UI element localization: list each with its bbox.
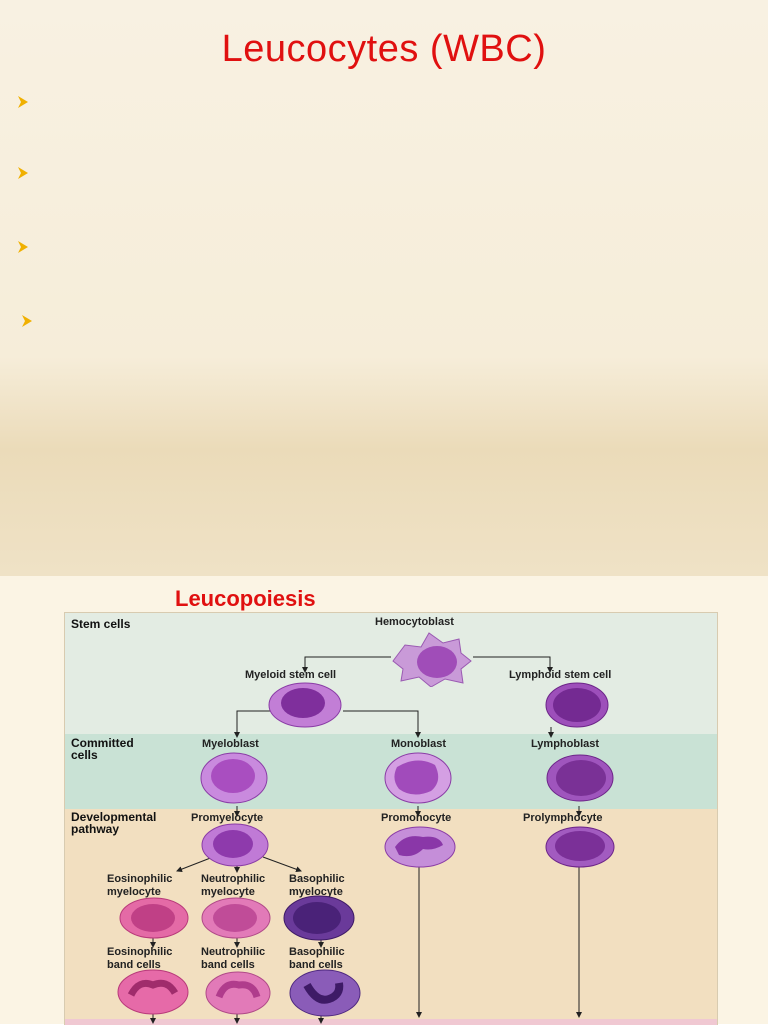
label-myeloid-stem-cell: Myeloid stem cell <box>245 669 337 681</box>
label-eosinophilic-myelocyte: Eosinophilic myelocyte <box>107 873 173 898</box>
neutrophilic-band-cell <box>205 971 271 1015</box>
arrow-bullet-icon <box>18 96 28 108</box>
lymphoid-stem-cell <box>545 682 609 728</box>
monoblast-cell <box>384 752 452 804</box>
diagram-heading: Leucopoiesis <box>175 586 316 611</box>
basophilic-myelocyte-cell <box>283 895 355 941</box>
row-label-committed: Committed cells <box>71 736 134 762</box>
label-basophilic-band-cells: Basophilic band cells <box>289 946 345 971</box>
label-basophilic-myelocyte: Basophilic myelocyte <box>289 873 345 898</box>
row-label-developmental: Developmental pathway <box>71 810 157 836</box>
label-lymphoid-stem-cell: Lymphoid stem cell <box>509 669 612 681</box>
arrow-bullet-icon <box>18 167 28 179</box>
label-myeloblast: Myeloblast <box>202 738 259 750</box>
mature-cells-band <box>65 1019 717 1025</box>
label-monoblast: Monoblast <box>391 738 446 750</box>
label-promonocyte: Promonocyte <box>381 812 452 824</box>
prolymphocyte-cell <box>545 826 615 868</box>
slide-leucocytes: Leucocytes (WBC) <box>0 0 768 576</box>
label-lymphoblast: Lymphoblast <box>531 738 600 750</box>
promonocyte-cell <box>384 826 456 868</box>
leucopoiesis-diagram: Stem cells Committed cells Developmental… <box>64 612 718 1025</box>
eosinophilic-myelocyte-cell <box>119 897 189 939</box>
lymphoblast-cell <box>546 754 614 802</box>
promyelocyte-cell <box>201 823 269 867</box>
arrow-bullet-icon <box>22 315 32 327</box>
label-eosinophilic-band-cells: Eosinophilic band cells <box>107 946 173 971</box>
myeloblast-cell <box>200 752 268 804</box>
label-neutrophilic-myelocyte: Neutrophilic myelocyte <box>201 873 266 898</box>
arrow-bullet-icon <box>18 241 28 253</box>
eosinophilic-band-cell <box>117 969 189 1015</box>
basophilic-band-cell <box>289 969 361 1017</box>
row-label-stem: Stem cells <box>71 617 131 631</box>
label-hemocytoblast: Hemocytoblast <box>375 616 454 628</box>
neutrophilic-myelocyte-cell <box>201 897 271 939</box>
label-neutrophilic-band-cells: Neutrophilic band cells <box>201 946 266 971</box>
hemocytoblast-cell <box>392 632 472 687</box>
slide-title: Leucocytes (WBC) <box>221 28 547 70</box>
label-promyelocyte: Promyelocyte <box>191 812 264 824</box>
stem-cells-band <box>65 613 717 734</box>
myeloid-stem-cell <box>268 682 342 728</box>
label-prolymphocyte: Prolymphocyte <box>523 812 603 824</box>
